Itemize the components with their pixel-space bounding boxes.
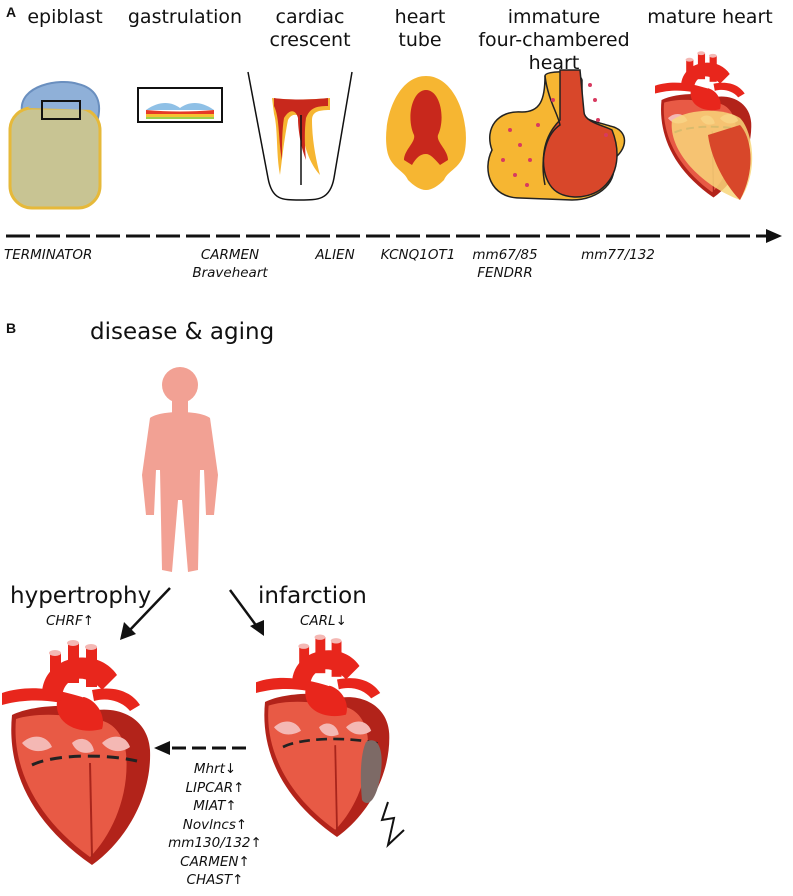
shared-gene: Novlncs↑ [182,816,248,833]
gene-line: CARMEN [200,247,260,263]
panel-b-label: B [6,320,17,336]
stage-line: cardiac [275,6,345,28]
gene-label-mm77: mm77/132 [568,246,668,264]
stage-line: crescent [269,29,351,51]
hypertrophy-heart-illustration [0,638,152,867]
shared-gene: mm130/132↑ [168,835,262,851]
shared-gene: LIPCAR↑ [185,779,245,796]
stage-gastrulation-label: gastrulation [120,6,250,29]
shared-gene: CHAST↑ [186,872,244,888]
gene-line: mm67/85 [472,247,538,263]
heart-tube-illustration [386,76,466,190]
gene-line: TERMINATOR [4,247,93,263]
stage-line: immature [507,6,601,28]
gene-label-kcnq1ot1: KCNQ1OT1 [368,246,468,264]
shared-gene-list: Mhrt↓ LIPCAR↑ MIAT↑ Novlncs↑ mm130/132↑ … [150,760,280,890]
stage-line: four-chambered [478,29,630,51]
stage-line: heart [528,52,580,74]
arrow-infarction-to-hypertrophy [154,741,246,755]
gene-label-alien: ALIEN [300,246,370,264]
immature-heart-illustration [487,69,626,201]
gene-line: mm77/132 [581,247,655,263]
shared-gene: Mhrt↓ [193,761,237,777]
stage-epiblast-label: epiblast [10,6,120,29]
stage-cardiac-crescent-label: cardiac crescent [255,6,365,52]
stage-line: heart [394,6,446,28]
gene-line: Braveheart [192,265,268,281]
stage-mature-heart-label: mature heart [640,6,780,29]
stage-line: epiblast [27,6,103,28]
mature-heart-illustration [654,50,753,200]
hypertrophy-title: hypertrophy [10,583,152,609]
human-figure [142,367,218,572]
gene-line: ALIEN [315,247,355,263]
shared-gene: CARMEN↑ [180,853,250,870]
stage-line: gastrulation [127,6,243,28]
epiblast-illustration [8,81,102,210]
timeline-arrow [6,229,782,243]
gene-label-carmen-braveheart: CARMEN Braveheart [175,246,285,282]
infarction-gene: CARL↓ [300,613,347,629]
arrow-to-hypertrophy [120,587,171,640]
stage-heart-tube-label: heart tube [375,6,465,52]
gene-label-terminator: TERMINATOR [4,246,114,264]
gene-line: KCNQ1OT1 [380,247,456,263]
gene-label-mm67-fendrr: mm67/85 FENDRR [460,246,550,282]
infarction-heart-illustration [254,633,405,848]
cardiac-crescent-illustration [247,71,353,201]
stage-line: tube [398,29,442,51]
gastrulation-illustration [137,87,223,123]
gene-line: FENDRR [477,265,533,281]
infarction-title: infarction [258,583,367,609]
panel-a-label: A [6,4,17,20]
arrow-to-infarction [228,589,264,636]
disease-aging-title: disease & aging [90,319,275,345]
hypertrophy-gene: CHRF↑ [46,613,95,629]
shared-gene: MIAT↑ [193,798,237,814]
stage-immature-heart-label: immature four-chambered heart [474,6,634,75]
stage-line: mature heart [647,6,773,28]
